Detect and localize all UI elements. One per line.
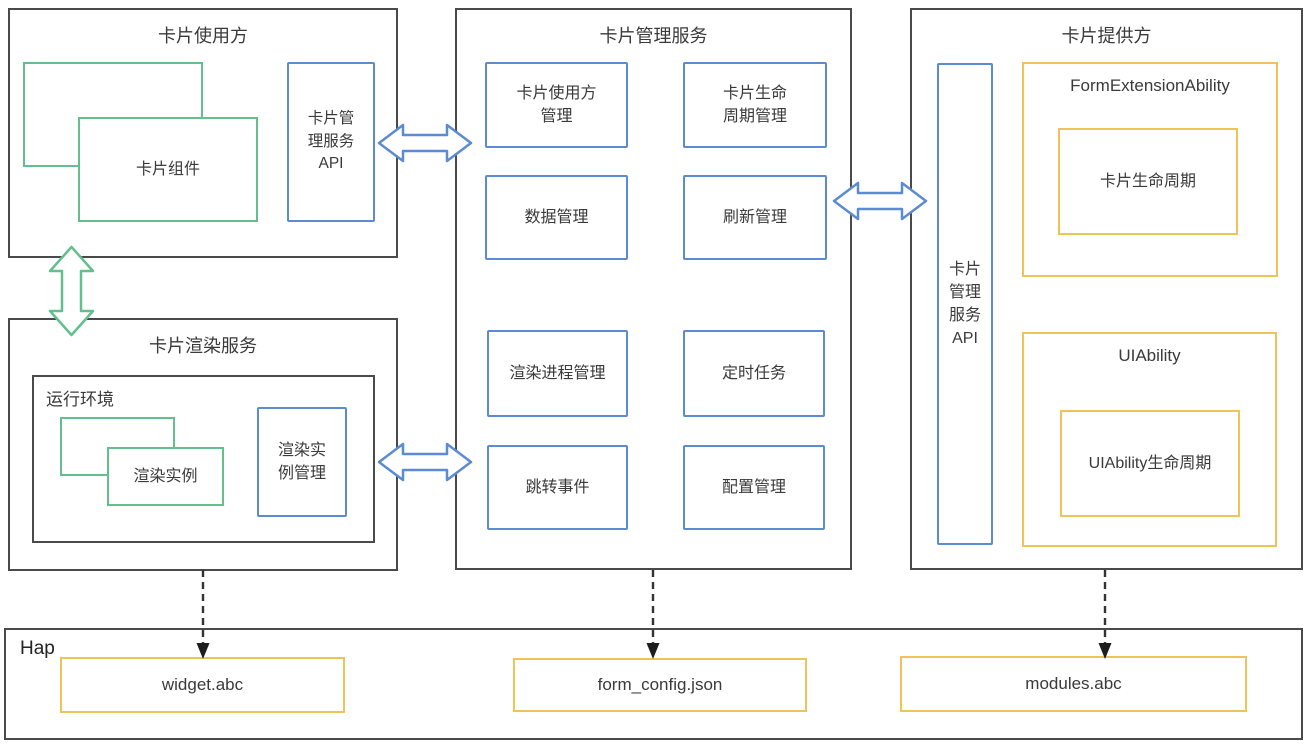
consumer-api-box: 卡片管 理服务 API: [287, 62, 375, 222]
render-instance-mgmt-box: 渲染实 例管理: [257, 407, 347, 517]
module-render-process-box: 渲染进程管理: [487, 330, 628, 417]
module-jump-event-box: 跳转事件: [487, 445, 628, 530]
file-modules-abc-box: modules.abc: [900, 656, 1247, 712]
render-instance-box: 渲染实例: [107, 447, 224, 506]
module-consumer-mgmt-box: 卡片使用方 管理: [485, 62, 628, 148]
runtime-label: 运行环境: [46, 390, 114, 409]
module-data-mgmt-box: 数据管理: [485, 175, 628, 260]
module-timer-task-box: 定时任务: [683, 330, 825, 417]
module-config-mgmt-box: 配置管理: [683, 445, 825, 530]
file-form-config-json-box: form_config.json: [513, 658, 807, 712]
manager-provider-arrow-icon: [832, 179, 928, 223]
form-extension-ability-title: FormExtensionAbility: [1070, 76, 1230, 95]
consumer-title: 卡片使用方: [158, 26, 248, 46]
uiability-title: UIAbility: [1118, 346, 1181, 365]
consumer-manager-arrow-icon: [377, 121, 473, 165]
manager-title: 卡片管理服务: [599, 26, 708, 46]
hap-label: Hap: [20, 638, 55, 659]
provider-to-modules-dashed-arrow-icon: [1097, 570, 1113, 662]
render-to-widget-dashed-arrow-icon: [195, 570, 211, 662]
file-widget-abc-box: widget.abc: [60, 657, 345, 713]
render-service-title: 卡片渲染服务: [149, 336, 257, 356]
card-component-box: 卡片组件: [78, 117, 258, 222]
provider-api-box: 卡片 管理 服务 API: [937, 63, 993, 545]
uiability-lifecycle-box: UIAbility生命周期: [1060, 410, 1240, 517]
form-lifecycle-box: 卡片生命周期: [1058, 128, 1238, 235]
manager-to-config-dashed-arrow-icon: [645, 570, 661, 662]
module-refresh-mgmt-box: 刷新管理: [683, 175, 827, 260]
provider-title: 卡片提供方: [1061, 26, 1152, 46]
module-lifecycle-mgmt-box: 卡片生命 周期管理: [683, 62, 827, 148]
consumer-render-arrow-icon: [48, 245, 95, 337]
render-manager-arrow-icon: [377, 440, 473, 484]
